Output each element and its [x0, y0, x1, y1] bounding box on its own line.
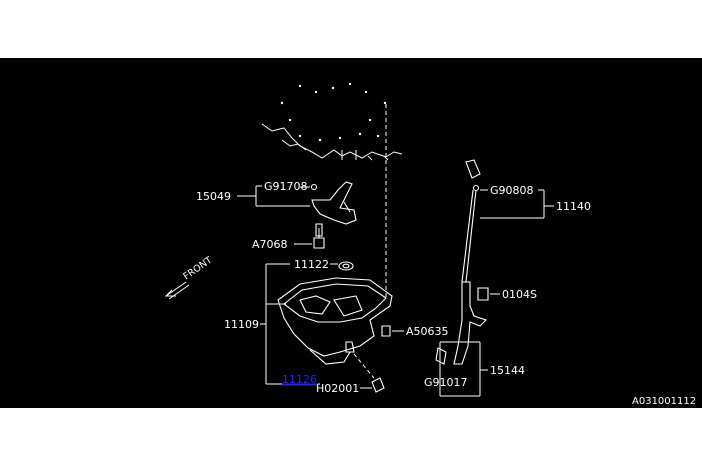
part-number-15144[interactable]: 15144 [490, 364, 525, 377]
front-arrow-icon [164, 281, 190, 300]
gauge-guide-drawing [435, 281, 488, 365]
oil-strainer-drawing [310, 181, 357, 237]
highlighted-part[interactable]: 11126 [282, 373, 318, 386]
engine-block-outline [261, 82, 403, 300]
part-number-11122[interactable]: 11122 [294, 258, 329, 271]
part-number-11140[interactable]: 11140 [556, 200, 591, 213]
part-number-h02001[interactable]: H02001 [316, 382, 359, 395]
bolt-drawing [313, 228, 325, 249]
part-number-g91017[interactable]: G91017 [424, 376, 468, 389]
washer-drawing [353, 353, 385, 393]
guide-bolt-drawing [477, 287, 489, 301]
part-number-g91708[interactable]: G91708 [264, 180, 308, 193]
diagram-panel [0, 58, 702, 408]
part-number-0104s[interactable]: 0104S [502, 288, 537, 301]
pan-bolt-drawing [381, 325, 391, 337]
reference-code: A031001112 [632, 396, 697, 407]
part-number-a50635[interactable]: A50635 [406, 325, 449, 338]
part-number-a7068[interactable]: A7068 [252, 238, 288, 251]
part-number-11126[interactable]: 11126 [282, 373, 317, 386]
part-number-11109[interactable]: 11109 [224, 318, 259, 331]
part-number-g90808[interactable]: G90808 [490, 184, 534, 197]
front-label: FRONT [181, 255, 214, 283]
oil-pan-drawing [277, 261, 393, 365]
dipstick-drawing [461, 159, 481, 283]
part-number-15049[interactable]: 15049 [196, 190, 231, 203]
